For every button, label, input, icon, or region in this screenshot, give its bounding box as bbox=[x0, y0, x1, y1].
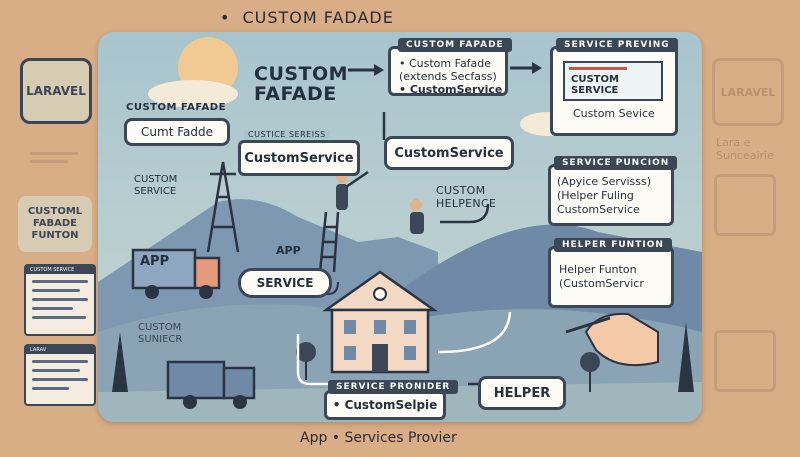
right-faint-text: Lara e Sunceairie bbox=[716, 136, 774, 162]
service-function-line3: CustomService bbox=[557, 203, 640, 216]
service-preview-header: SERVICE PREVING bbox=[556, 38, 678, 52]
custom-fapade-box: • Custom Fafade (extends Secfass) • Cust… bbox=[388, 46, 508, 96]
helper-function-header: HELPER FUNTION bbox=[554, 238, 672, 252]
custom-fafade-label: CUSTOM FAFADE bbox=[126, 102, 226, 113]
divider-lines bbox=[30, 152, 78, 174]
code-window-2: LARAV bbox=[24, 344, 96, 406]
facade-line2: (extends Secfass) bbox=[399, 70, 497, 83]
function-card: CUSTOML FABADE FUNTON bbox=[18, 196, 92, 252]
scenery bbox=[98, 37, 702, 422]
bottom-caption: App • Services Provier bbox=[300, 430, 457, 446]
code-window-1: CUSTOM SERVICE bbox=[24, 264, 96, 336]
custom-service-label: CUSTOM SERVICE bbox=[134, 174, 178, 197]
laravel-badge-right: LARAVEL bbox=[712, 58, 784, 126]
service-provider-header: SERVICE PRONIDER bbox=[328, 380, 459, 394]
custom-fapade-header: CUSTOM FAPADE bbox=[398, 38, 512, 52]
helper-function-line1: Helper Funton bbox=[559, 263, 637, 276]
tower-icon bbox=[206, 161, 240, 253]
ladder-icon bbox=[318, 211, 340, 273]
window-title: CUSTOM SERVICE bbox=[30, 267, 75, 273]
custice-sereiss-header: CUSTICE SEREISS bbox=[244, 130, 330, 139]
facade-line3: • CustomService bbox=[399, 83, 503, 96]
service-function-line2: (Helper Fuling bbox=[557, 189, 634, 202]
cumt-fadde-box: Cumt Fadde bbox=[124, 118, 230, 146]
warning-icon bbox=[714, 174, 776, 236]
helper-function-line2: (CustomServicr bbox=[559, 277, 644, 290]
window-title: LARAV bbox=[30, 347, 47, 353]
app-label: APP bbox=[276, 244, 301, 257]
helper-pill: HELPER bbox=[478, 376, 566, 410]
custom-facade-big-label: CUSTOM FAFADE bbox=[254, 63, 349, 105]
helper-function-box: Helper Funton (CustomServicr bbox=[548, 246, 674, 308]
service-preview-caption: Custom Sevice bbox=[573, 107, 655, 120]
hand-pen-icon bbox=[584, 312, 659, 367]
laravel-badge-left: LARAVEL bbox=[20, 58, 92, 124]
service-preview-inner-text: CUSTOM SERVICE bbox=[571, 74, 619, 96]
service-function-box: (Apyice Servisss) (Helper Fuling CustomS… bbox=[548, 164, 674, 226]
custom-service-pill: CustomService bbox=[384, 136, 514, 170]
app-truck-text: APP bbox=[140, 254, 170, 269]
service-preview-inner: CUSTOM SERVICE bbox=[563, 61, 663, 101]
warning-icon-2 bbox=[714, 330, 776, 392]
service-arrow-pill: SERVICE bbox=[238, 268, 332, 298]
facade-line1: • Custom Fafade bbox=[399, 57, 492, 70]
service-preview-box: CUSTOM SERVICE Custom Sevice bbox=[550, 46, 678, 136]
diagram-panel: CUSTOM FAFADE CUSTOM FAFADE Cumt Fadde C… bbox=[98, 32, 702, 422]
service-function-header: SERVICE PUNCION bbox=[554, 156, 678, 170]
custice-sereiss-box: CustomService bbox=[238, 140, 360, 176]
service-provider-box: • CustomSelpie bbox=[324, 390, 446, 420]
custom-suniecr-label: CUSTOM SUNIECR bbox=[138, 322, 183, 345]
service-function-line1: (Apyice Servisss) bbox=[557, 175, 651, 188]
page-title: •CUSTOM FADADE bbox=[220, 8, 394, 27]
custom-helpence-label: CUSTOM HELPENCE bbox=[436, 184, 497, 210]
